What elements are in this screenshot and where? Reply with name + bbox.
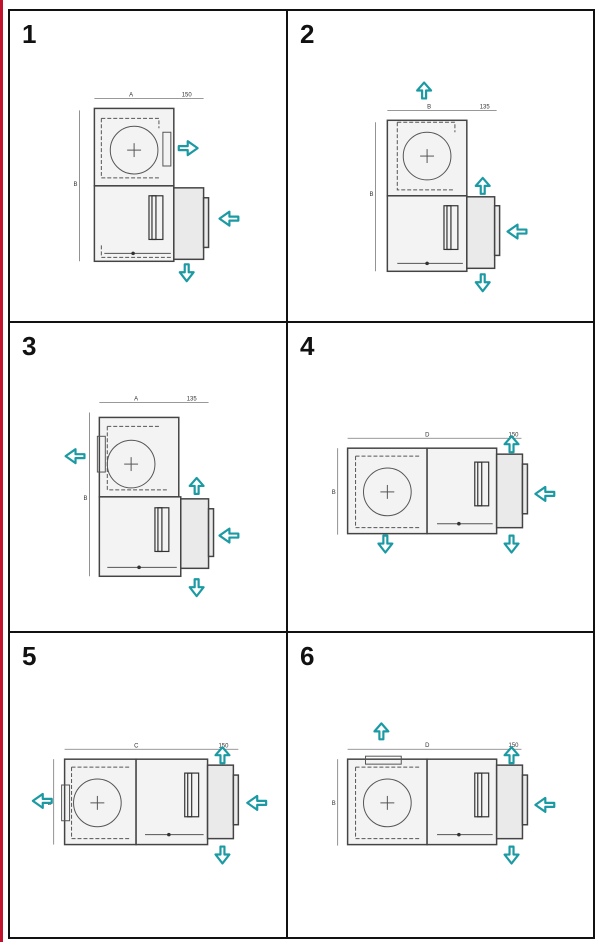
dim-label: A <box>129 93 133 99</box>
dim-label: A <box>134 397 138 403</box>
dim-label: 150 <box>509 743 520 749</box>
dim-label: 135 <box>187 397 198 403</box>
airflow-arrow <box>31 792 53 809</box>
diagram-grid: 1 A 150 B 2 <box>8 9 595 939</box>
airflow-arrow <box>246 794 268 811</box>
panel-number: 6 <box>300 641 315 671</box>
airflow-arrow <box>218 210 240 227</box>
panel-2: 2 B 135 B <box>288 11 593 323</box>
airflow-arrow <box>474 273 491 293</box>
airflow-arrow <box>214 845 231 865</box>
airflow-arrow <box>506 223 528 240</box>
unit-drawing-6: D 150 B <box>332 722 556 865</box>
dim-label: B <box>83 496 87 502</box>
dim-label: B <box>332 490 336 496</box>
airflow-arrow <box>177 140 199 157</box>
airflow-arrow <box>503 746 520 765</box>
airflow-arrow <box>534 796 556 813</box>
panel-5: 5 C 150 B <box>10 633 288 937</box>
dim-label: D <box>425 743 430 749</box>
airflow-arrow <box>218 527 240 544</box>
airflow-arrow <box>64 448 86 465</box>
dim-label: 150 <box>218 743 229 749</box>
accent-bar <box>0 0 3 942</box>
dim-label: C <box>134 743 139 749</box>
dim-label: 150 <box>509 432 520 438</box>
airflow-arrow <box>214 746 231 765</box>
dim-label: D <box>425 432 430 438</box>
dim-label: 135 <box>480 104 491 110</box>
dim-label: B <box>369 192 373 198</box>
airflow-arrow <box>188 476 205 495</box>
panel-number: 5 <box>22 641 37 671</box>
airflow-arrow <box>373 722 390 741</box>
airflow-arrow <box>474 176 491 195</box>
airflow-arrow <box>534 485 556 502</box>
unit-drawing-1: A 150 B <box>74 93 240 283</box>
panel-number: 1 <box>22 19 37 49</box>
dim-label: B <box>74 182 78 188</box>
unit-drawing-2: B 135 B <box>369 81 528 293</box>
airflow-arrow <box>377 534 394 554</box>
panel-4: 4 D 150 B <box>288 323 593 633</box>
airflow-arrow <box>503 534 520 554</box>
airflow-arrow <box>503 435 520 454</box>
panel-number: 4 <box>300 331 315 361</box>
panel-1: 1 A 150 B <box>10 11 288 323</box>
dim-label: 150 <box>182 93 193 99</box>
dim-label: B <box>427 104 431 110</box>
airflow-arrow <box>416 81 433 100</box>
panel-number: 3 <box>22 331 37 361</box>
dim-label: B <box>332 801 336 807</box>
panel-number: 2 <box>300 19 315 49</box>
airflow-arrow <box>188 578 205 598</box>
unit-drawing-3: A 135 B <box>64 397 240 598</box>
panel-6: 6 D 150 B <box>288 633 593 937</box>
airflow-arrow <box>503 845 520 865</box>
airflow-arrow <box>178 263 195 283</box>
unit-drawing-5: C 150 B <box>31 743 268 865</box>
panel-3: 3 A 135 B <box>10 323 288 633</box>
unit-drawing-4: D 150 B <box>332 432 556 554</box>
